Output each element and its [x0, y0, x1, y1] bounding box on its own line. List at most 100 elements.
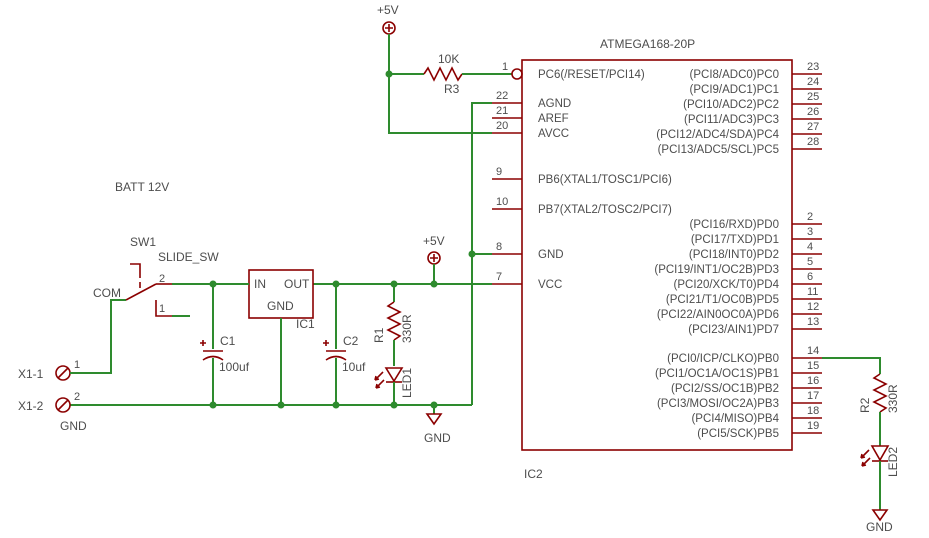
- sw1-com: COM: [93, 286, 121, 300]
- ic2-pin-name: (PCI3/MOSI/OC2A)PB3: [657, 398, 779, 410]
- gnd-terminal-label: GND: [60, 419, 87, 433]
- ic2-pin-name: PB6(XTAL1/TOSC1/PCI6): [538, 174, 672, 186]
- ic2-pin-number: 13: [807, 316, 819, 328]
- batt-label: BATT 12V: [115, 180, 169, 194]
- ic2-pin-number: 20: [496, 120, 508, 132]
- ic2-pin-name: (PCI2/SS/OC1B)PB2: [671, 383, 779, 395]
- ic2-pin-name: (PCI4/MISO)PB4: [691, 413, 779, 425]
- led1-arrows: [374, 371, 385, 389]
- ic1-out-label: OUT: [284, 277, 310, 291]
- r1-resistor: [386, 301, 402, 341]
- led2-label: LED2: [886, 447, 900, 477]
- ic2-pin-name: (PCI11/ADC3)PC3: [684, 114, 779, 126]
- r3-ref: R3: [444, 82, 460, 96]
- c2-ref: C2: [343, 334, 359, 348]
- ic2-pin-number: 15: [807, 360, 819, 372]
- ic2-pin-name: (PCI23/AIN1)PD7: [688, 324, 779, 336]
- ic2-left-pins: PC6(/RESET/PCI14)22AGND21AREF20AVCC9PB6(…: [492, 69, 672, 291]
- ic2-pin-name: (PCI12/ADC4/SDA)PC4: [656, 129, 779, 141]
- ic2-pin-name: (PCI17/TXD)PD1: [691, 234, 779, 246]
- sw1-pin2: 2: [159, 273, 165, 285]
- ic2-pin-number: 23: [807, 61, 819, 73]
- ic2-pin-number: 2: [807, 211, 813, 223]
- x1-2-label: X1-2: [18, 399, 44, 413]
- ic2-pin-number: 19: [807, 420, 819, 432]
- junction-gnd-c1: [209, 401, 217, 409]
- sw1-blade: [125, 283, 157, 301]
- junction-gnd-c2: [332, 401, 340, 409]
- c1-ref: C1: [220, 334, 236, 348]
- ic2-pin-number: 8: [496, 241, 502, 253]
- ic2-pin-name: AGND: [538, 98, 571, 110]
- gnd-mid-symbol: [425, 413, 443, 426]
- ic2-pin-number: 25: [807, 91, 819, 103]
- ic2-part-name: ATMEGA168-20P: [600, 37, 695, 51]
- ic2-pin-number: 12: [807, 301, 819, 313]
- ic2-pin-number: 14: [807, 345, 819, 357]
- x1-1-pin: 1: [74, 359, 80, 371]
- ic2-pin-name: (PCI16/RXD)PD0: [690, 219, 779, 231]
- sw1-actuator: [130, 263, 141, 288]
- ic2-ref: IC2: [524, 467, 543, 481]
- r1-ref: R1: [372, 327, 386, 343]
- ic2-pin-name: (PCI19/INT1/OC2B)PD3: [654, 264, 779, 276]
- c2-polarity: [323, 340, 329, 346]
- r3-resistor: [423, 66, 463, 82]
- wire-pb0: [822, 357, 881, 374]
- ic2-pin-number: 27: [807, 121, 819, 133]
- ic2-right-pins: 23 (PCI8/ADC0)PC0 2 4 (PCI9/ADC1)PC1 25 (PCI10…: [654, 61, 822, 440]
- ic2-pin-number: 16: [807, 375, 819, 387]
- ic2-pin-number: 21: [496, 105, 508, 117]
- sw1-pin1: 1: [159, 303, 165, 315]
- sw1-ref: SW1: [130, 235, 156, 249]
- c1-polarity: [200, 340, 206, 346]
- r3-value: 10K: [438, 52, 459, 66]
- ic2-pin-name: AVCC: [538, 128, 569, 140]
- sw1-contact-1: [155, 300, 172, 317]
- ic2-pin-name: (PCI18/INT0)PD2: [689, 249, 779, 261]
- reset-pin-number: 1: [502, 61, 508, 73]
- gnd-right-label: GND: [866, 520, 893, 534]
- led2-triangle: [870, 445, 890, 462]
- ic2-pin-number: 22: [496, 90, 508, 102]
- ic2-pin-name: (PCI10/ADC2)PC2: [683, 99, 779, 111]
- c1-plate-bottom: [202, 355, 224, 361]
- vcc-top-plus: [385, 24, 393, 32]
- sw1-value: SLIDE_SW: [158, 250, 219, 264]
- ic2-pin-number: 26: [807, 106, 819, 118]
- ic2-pin-number: 7: [496, 271, 502, 283]
- reset-bubble: [511, 68, 523, 80]
- ic1-gnd-label: GND: [267, 299, 294, 313]
- junction-gnd-ic1: [277, 401, 285, 409]
- c2-plate-bottom: [325, 355, 347, 361]
- wire-agnd: [471, 102, 492, 405]
- r1-value: 330R: [400, 314, 414, 343]
- c2-value: 10uf: [342, 360, 366, 374]
- ic1-ref: IC1: [296, 317, 315, 331]
- gnd-right-symbol: [871, 509, 889, 522]
- ic2-pin-name: (PCI1/OC1A/OC1S)PB1: [655, 368, 779, 380]
- ic2-pin-number: 9: [496, 166, 502, 178]
- ic2-pin-name: (PCI8/ADC0)PC0: [690, 69, 779, 81]
- ic2-pin-number: 10: [496, 196, 508, 208]
- ic2-pin-number: 17: [807, 390, 819, 402]
- ic2-pin-number: 6: [807, 271, 813, 283]
- r2-value: 330R: [886, 384, 900, 413]
- ic2-pin-name: (PCI21/T1/OC0B)PD5: [666, 294, 779, 306]
- x1-2-terminal: [55, 397, 71, 413]
- x1-1-label: X1-1: [18, 367, 44, 381]
- c1-value: 100uf: [219, 360, 250, 374]
- ic2-body: [521, 59, 793, 451]
- ic2-pin-number: 18: [807, 405, 819, 417]
- ic2-pin-number: 4: [807, 241, 813, 253]
- ic1-in-label: IN: [254, 277, 266, 291]
- ic2-pin-name: (PCI9/ADC1)PC1: [690, 84, 779, 96]
- vcc-mid-label: +5V: [423, 234, 445, 248]
- ic2-pin-name: (PCI22/AIN0OC0A)PD6: [657, 309, 779, 321]
- ic2-pin-number: 11: [807, 286, 818, 298]
- x1-1-slash: [57, 367, 69, 379]
- wire-vcc-top: [388, 34, 492, 134]
- ic2-pin-name: PB7(XTAL2/TOSC2/PCI7): [538, 204, 672, 216]
- x1-2-pin: 2: [74, 391, 80, 403]
